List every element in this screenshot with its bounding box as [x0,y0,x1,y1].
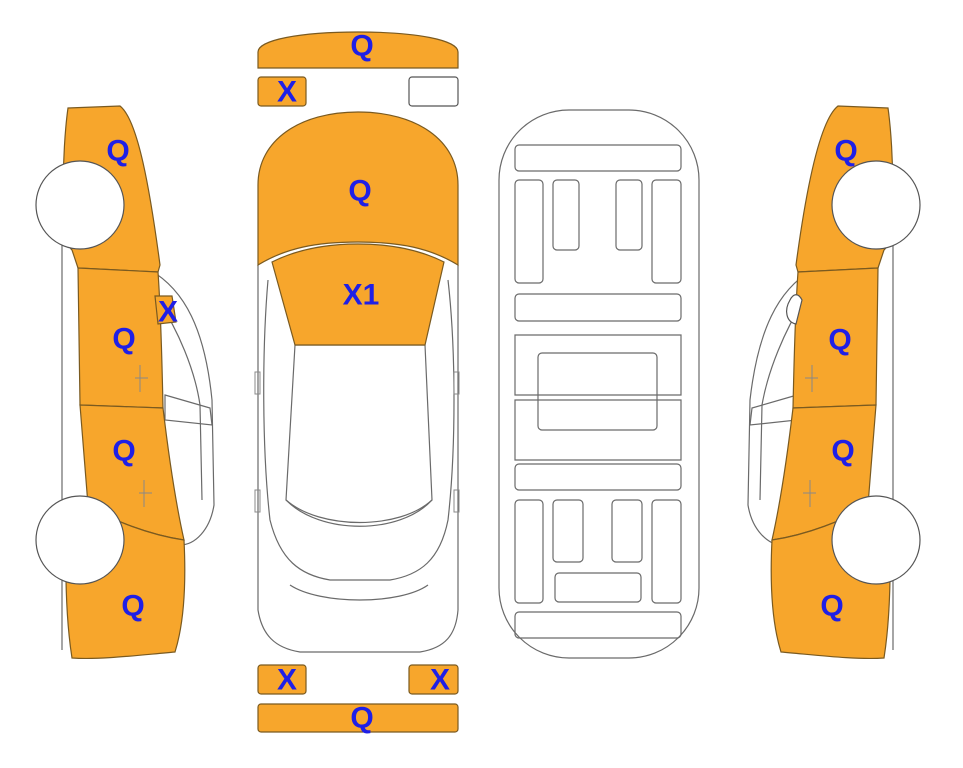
left-mirror-label: X [158,296,178,329]
underbody-rear-mount-left [552,499,584,563]
underbody-rear-crossmember [514,463,682,491]
right-side-window [749,394,798,426]
left-side-window [164,394,213,426]
underbody-rear-rail-right [651,499,682,604]
rear-right-light[interactable] [408,664,459,695]
right-side-roof-line [747,269,813,546]
underbody-rear-mount-right [611,499,643,563]
right-front-door-handle [805,365,818,392]
rear-bumper[interactable] [257,703,459,733]
left-rear-wheel [35,495,125,585]
underbody-floor-bottom [514,399,682,461]
right-rear-wheel [831,495,921,585]
rear-right-light-label: X [430,664,450,697]
underbody-front-bar [514,144,682,172]
right-front-wheel [831,160,921,250]
underbody-front-rail-left [514,179,544,284]
left-front-door-label: Q [112,323,135,356]
left-rear-quarter-label: Q [121,590,144,623]
underbody-rear-bar [514,611,682,639]
top-left-mirror [254,371,261,395]
top-right-mirror [453,371,460,395]
right-front-fender-label: Q [834,135,857,168]
underbody-view [498,109,700,659]
top-left-handle [254,489,261,513]
right-mirror[interactable] [786,294,803,325]
top-cabin-outline [263,279,455,581]
right-side-view: Q Q Q Q [747,105,921,660]
top-body-outline [257,265,459,653]
top-roof [285,344,433,524]
hood[interactable] [257,111,459,267]
rear-left-light-label: X [277,664,297,697]
underbody-front-rail-right [651,179,682,284]
hood-label: Q [348,175,371,208]
windshield[interactable] [271,243,445,346]
underbody-front-crossmember [514,293,682,322]
rear-left-light[interactable] [257,664,307,695]
left-mirror[interactable] [154,295,177,325]
left-front-wheel [35,160,125,250]
underbody-front-mount-right [615,179,643,251]
top-right-handle [453,489,460,513]
front-right-light[interactable] [408,76,459,107]
left-rear-door-handle [139,480,152,507]
underbody-rear-rail-left [514,499,544,604]
front-left-light[interactable] [257,76,307,107]
front-left-light-label: X [277,76,297,109]
right-front-door-label: Q [828,324,851,357]
underbody-center-tunnel [537,352,658,431]
right-rear-door-label: Q [831,435,854,468]
rear-bumper-label: Q [350,702,373,735]
underbody-front-mount-left [552,179,580,251]
right-rear-quarter-label: Q [820,590,843,623]
windshield-label: X1 [343,279,380,312]
top-rear-window [285,499,433,601]
right-rear-door-handle [803,480,816,507]
left-side-view: Q X Q Q Q [35,105,215,660]
top-view: Q X Q X1 X X Q [254,30,460,735]
front-bumper[interactable] [257,31,459,69]
left-front-fender-label: Q [106,135,129,168]
left-front-door-handle [135,365,148,392]
underbody-floor-top [514,334,682,396]
front-bumper-label: Q [350,30,373,63]
underbody-outline [498,109,700,659]
left-rear-door-label: Q [112,435,135,468]
left-side-roof-line [149,269,215,546]
underbody-spare-well [554,572,642,603]
